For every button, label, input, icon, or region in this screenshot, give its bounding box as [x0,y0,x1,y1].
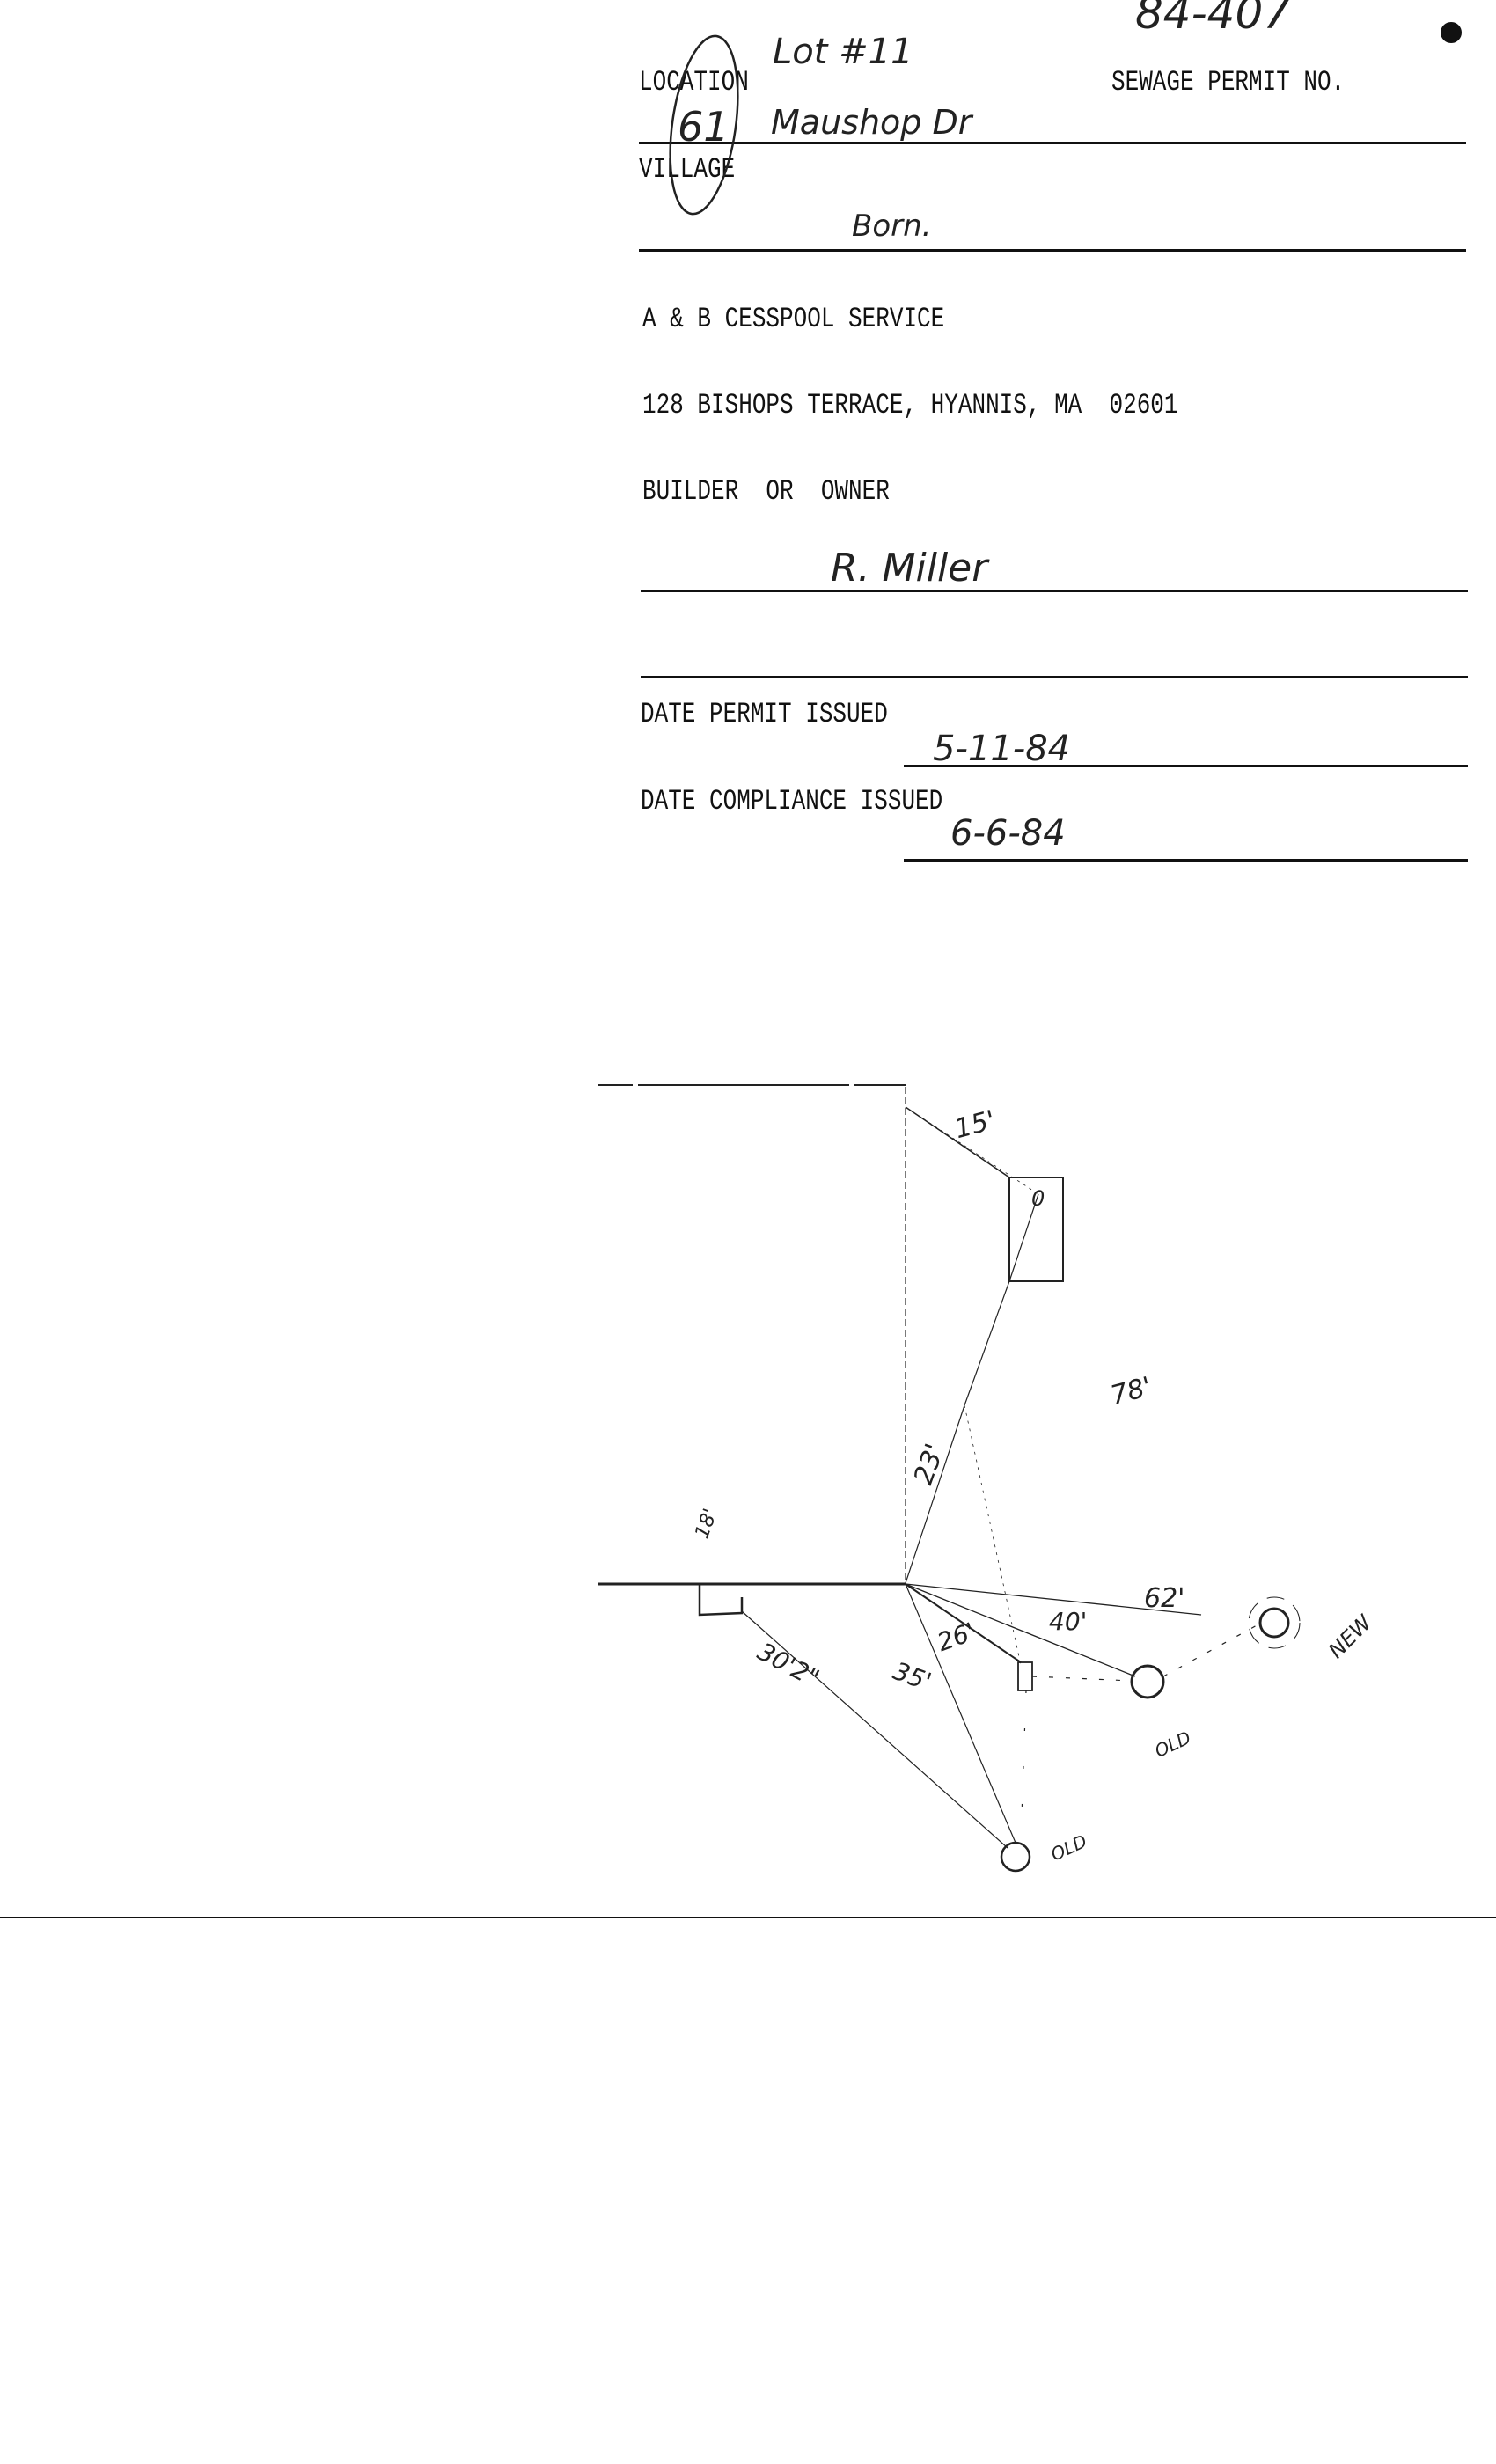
date-permit-underline [904,765,1468,767]
label-15ft: 15' [951,1104,999,1145]
line-26ft [905,1583,1022,1663]
date-compliance-underline [904,859,1468,862]
location-underline [639,142,1466,144]
line-23ft [905,1193,1039,1584]
handwritten-street: Maushop Dr [771,103,974,142]
label-40ft: 40' [1049,1607,1087,1636]
site-plan-sketch [598,1084,1301,1873]
line-dotted-to-tank [964,1404,1022,1666]
handwritten-date-permit: 5-11-84 [933,729,1070,769]
date-compliance-label: DATE COMPLIANCE ISSUED [641,784,943,818]
label-62ft: 62' [1144,1583,1184,1614]
handwritten-lot: Lot #11 [773,32,913,72]
line-40ft [905,1583,1136,1677]
blank-underline [641,676,1468,678]
builder-owner-label: BUILDER OR OWNER [642,474,890,508]
page-bottom-rule [0,1917,1496,1918]
label-26ft: 26' [934,1617,979,1657]
old-cesspool-right [1130,1664,1165,1699]
label-35ft: 35' [890,1656,935,1697]
house-number-circle [669,34,739,216]
label-18ft: 18' [691,1506,722,1542]
label-box-mark: 0 [1031,1186,1045,1211]
dashed-old-to-new [1162,1624,1259,1677]
line-box-to-corner [905,1106,1039,1195]
company-name: A & B CESSPOOL SERVICE [642,302,945,335]
line-35ft [905,1583,1016,1844]
handwritten-date-compliance: 6-6-84 [950,813,1066,854]
location-label: LOCATION [639,65,749,99]
date-permit-label: DATE PERMIT ISSUED [641,697,888,730]
label-new: NEW [1324,1610,1377,1663]
label-30ft-2in: 30'2" [752,1637,824,1693]
handwritten-owner: R. Miller [831,546,990,590]
dashed-tank-to-old [1031,1676,1133,1682]
company-address: 128 BISHOPS TERRACE, HYANNIS, MA 02601 [642,388,1178,422]
old-cesspool-bottom [1000,1841,1031,1873]
septic-tank-box [1008,1177,1064,1282]
label-old-right: OLD [1151,1727,1193,1762]
owner-underline [641,590,1468,592]
village-underline [639,249,1466,252]
handwritten-village: Born. [852,209,931,244]
village-label: VILLAGE [639,152,736,186]
new-cesspool [1258,1607,1290,1639]
punch-hole-dot [1441,22,1462,43]
distribution-box [1017,1661,1033,1691]
left-small-box [698,1585,744,1617]
new-cesspool-ring [1248,1596,1301,1649]
handwritten-permit-number: 84-407 [1135,0,1291,39]
label-old-bottom: OLD [1047,1830,1089,1866]
handwritten-house-number: 61 [678,103,730,150]
sewage-permit-no-label: SEWAGE PERMIT NO. [1111,65,1346,99]
label-78ft: 78' [1107,1371,1155,1412]
diagram-labels: 15' 0 78' 23' 18' 62' 40' 26' 35' 30'2" … [691,1104,1377,1865]
dashed-tank-to-bottom-old [1020,1690,1027,1842]
line-62ft [905,1583,1202,1616]
line-15ft [905,1106,1010,1178]
line-30ft [741,1610,1008,1849]
label-23ft: 23' [908,1440,951,1489]
